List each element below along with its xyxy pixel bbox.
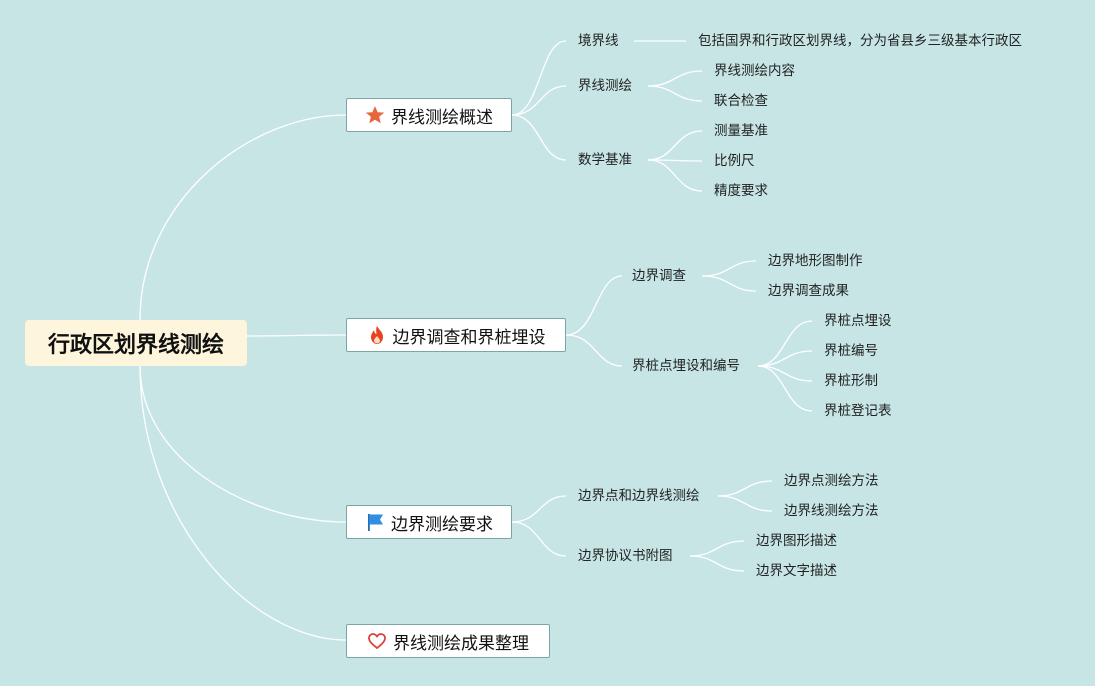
topic-graphic-description[interactable]: 边界图形描述	[756, 533, 837, 549]
branch-boundary-survey-and-markers[interactable]: 边界调查和界桩埋设	[346, 318, 566, 352]
root-topic[interactable]: 行政区划界线测绘	[25, 320, 247, 366]
link-b1-c1	[565, 334, 623, 367]
fire-icon	[367, 325, 387, 345]
branch-label: 界线测绘概述	[391, 107, 493, 128]
branch-label: 边界调查和界桩埋设	[392, 327, 546, 348]
topic-agreement-attachment[interactable]: 边界协议书附图	[578, 548, 673, 564]
topic-survey-datum[interactable]: 测量基准	[714, 123, 768, 139]
link-b1-c1-3	[757, 365, 813, 412]
topic-joint-inspection[interactable]: 联合检查	[714, 93, 768, 109]
link-b0-c2-2	[647, 159, 703, 192]
topic-investigation-results[interactable]: 边界调查成果	[768, 283, 849, 299]
link-b1-c0	[565, 275, 623, 336]
topic-marker-form[interactable]: 界桩形制	[824, 373, 878, 389]
flag-icon	[365, 512, 385, 532]
topic-point-mapping-method[interactable]: 边界点测绘方法	[784, 473, 879, 489]
branch-label: 边界测绘要求	[391, 514, 493, 535]
link-b1-c0-1	[701, 275, 757, 292]
topic-marker-burial[interactable]: 界桩点埋设	[824, 313, 892, 329]
link-b2-c0-0	[717, 480, 773, 497]
topic-marker-numbering[interactable]: 界桩编号	[824, 343, 878, 359]
star-icon	[365, 105, 385, 125]
branch-boundary-results-arrangement[interactable]: 界线测绘成果整理	[346, 624, 550, 658]
topic-boundary-investigation[interactable]: 边界调查	[632, 268, 686, 284]
link-b0-c2	[511, 114, 567, 161]
topic-accuracy[interactable]: 精度要求	[714, 183, 768, 199]
link-b1-c1-0	[757, 320, 813, 367]
link-root-b3	[139, 365, 347, 641]
branch-boundary-mapping-requirements[interactable]: 边界测绘要求	[346, 505, 512, 539]
topic-line-mapping-method[interactable]: 边界线测绘方法	[784, 503, 879, 519]
topic-scale[interactable]: 比例尺	[714, 153, 755, 169]
topic-mapping-content[interactable]: 界线测绘内容	[714, 63, 795, 79]
link-root-b2	[139, 365, 347, 523]
topic-boundary-line[interactable]: 境界线	[578, 33, 619, 49]
link-b0-c1-0	[647, 70, 703, 87]
link-root-b1	[246, 334, 347, 337]
link-b2-c1-0	[689, 540, 745, 557]
heart-icon	[367, 631, 387, 651]
topic-marker-register[interactable]: 界桩登记表	[824, 403, 892, 419]
topic-boundary-line-definition[interactable]: 包括国界和行政区划界线，分为省县乡三级基本行政区	[698, 33, 1022, 49]
link-b0-c2-0	[647, 130, 703, 161]
link-b1-c0-0	[701, 260, 757, 277]
topic-topographic-map[interactable]: 边界地形图制作	[768, 253, 863, 269]
link-b2-c0-1	[717, 495, 773, 512]
topic-boundary-mapping[interactable]: 界线测绘	[578, 78, 632, 94]
topic-marker-burial-and-numbering[interactable]: 界桩点埋设和编号	[632, 358, 740, 374]
link-root-b0	[139, 114, 347, 321]
link-b0-c1	[511, 85, 567, 116]
topic-math-datum[interactable]: 数学基准	[578, 152, 632, 168]
topic-text-description[interactable]: 边界文字描述	[756, 563, 837, 579]
link-b0-c1-1	[647, 85, 703, 102]
link-b2-c1-1	[689, 555, 745, 572]
link-b1-c1-1	[757, 350, 813, 367]
topic-point-and-line-mapping[interactable]: 边界点和边界线测绘	[578, 488, 700, 504]
branch-label: 界线测绘成果整理	[393, 633, 529, 654]
link-b2-c1	[511, 521, 567, 557]
link-b0-c0	[511, 40, 567, 116]
link-b2-c0	[511, 495, 567, 523]
branch-boundary-overview[interactable]: 界线测绘概述	[346, 98, 512, 132]
